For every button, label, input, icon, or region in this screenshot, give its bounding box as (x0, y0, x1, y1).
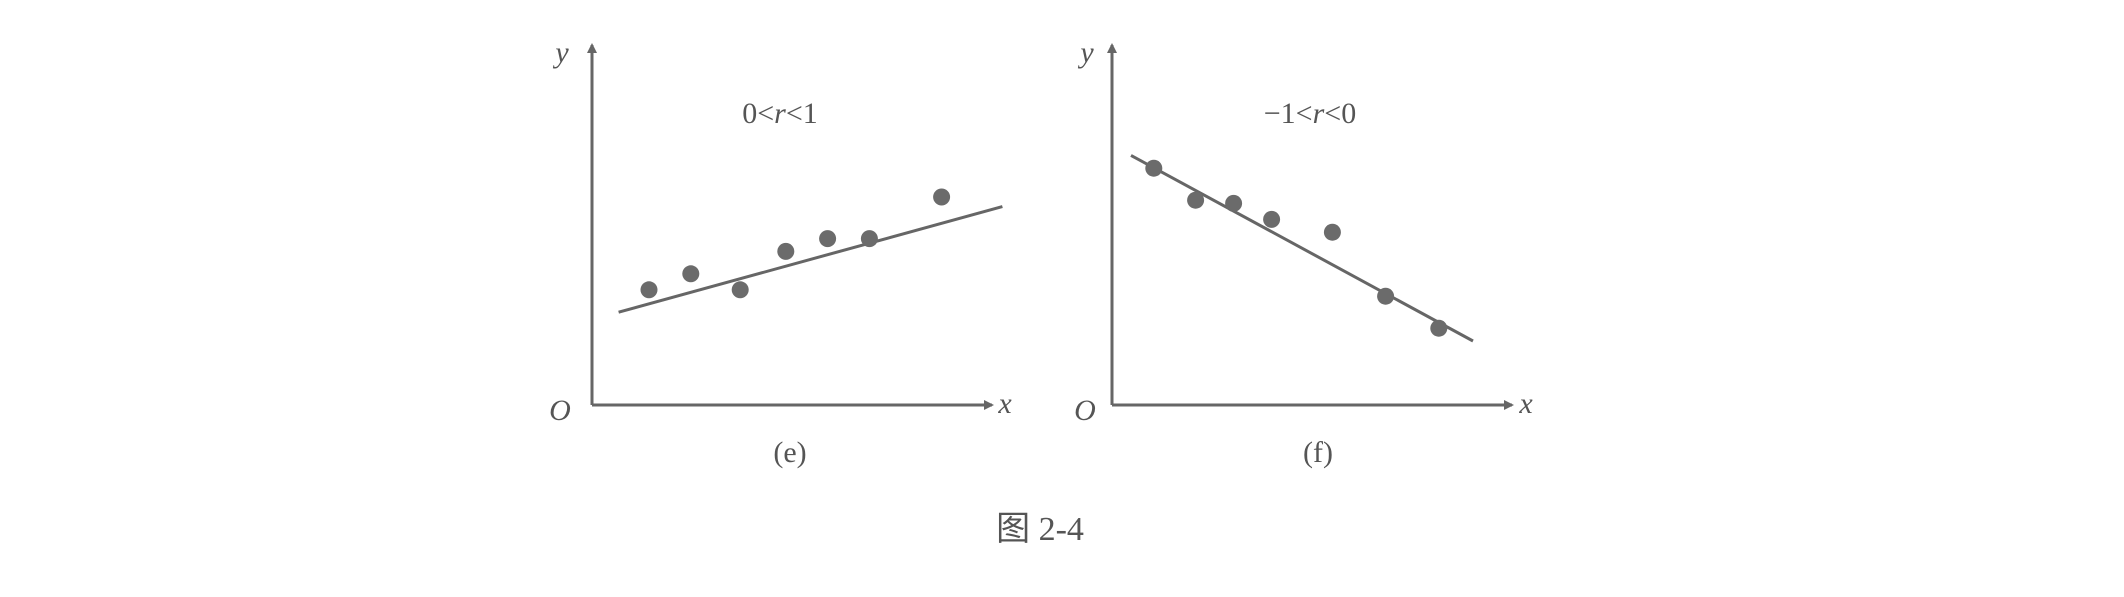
data-point (1323, 223, 1341, 241)
x-axis-label: x (1518, 387, 1533, 420)
data-point (860, 230, 878, 248)
correlation-annotation: 0<r<1 (742, 97, 818, 130)
data-point (640, 281, 658, 299)
figure-caption: 图 2-4 (996, 511, 1084, 548)
panel-label: (f) (1303, 436, 1333, 469)
y-axis-label: y (1077, 36, 1094, 69)
trend-line (618, 205, 1003, 314)
correlation-annotation: −1<r<0 (1264, 97, 1356, 130)
trend-line (1130, 154, 1474, 343)
data-point (1145, 159, 1163, 177)
origin-label: O (549, 394, 571, 427)
data-point (1225, 194, 1243, 212)
scatter-panel-e: y x O 0<r<1 (e) (549, 36, 1012, 469)
data-point (1430, 319, 1448, 337)
x-axis-label: x (997, 387, 1012, 420)
y-axis-label: y (552, 36, 569, 69)
data-point (819, 230, 837, 248)
data-point (933, 188, 951, 206)
data-point (1187, 191, 1205, 209)
data-point (1377, 287, 1395, 305)
data-point (682, 265, 700, 283)
scatter-panel-f: y x O −1<r<0 (f) (1074, 36, 1533, 469)
origin-label: O (1074, 394, 1096, 427)
data-point (777, 242, 795, 260)
data-point (1263, 210, 1281, 228)
data-points (1145, 159, 1448, 337)
panel-label: (e) (773, 436, 806, 469)
data-point (731, 281, 749, 299)
data-points (640, 188, 951, 299)
